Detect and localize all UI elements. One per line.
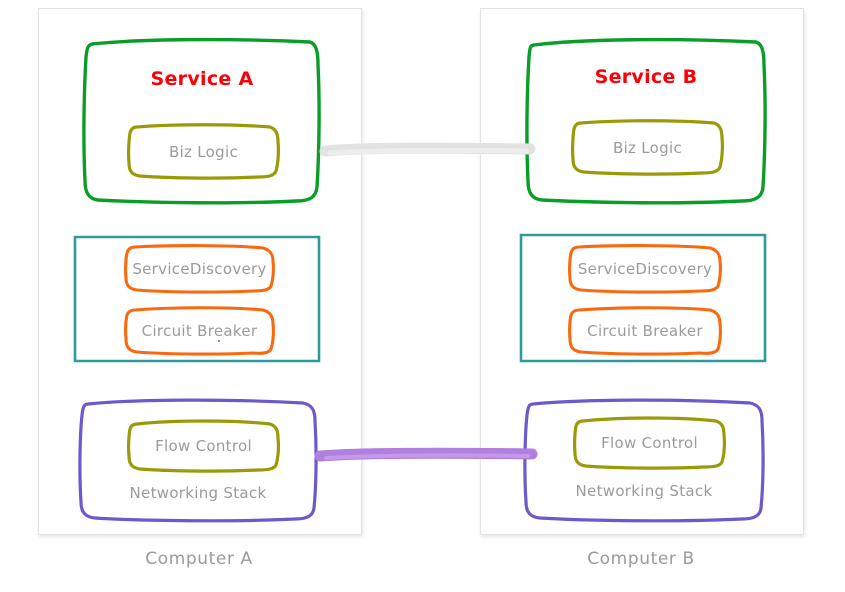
computer-caption-b: Computer B (587, 549, 695, 569)
biz-logic-box-a: Biz Logic (124, 122, 283, 180)
biz-logic-label-b: Biz Logic (612, 139, 682, 157)
service-link-connector (319, 136, 536, 164)
service-discovery-box-b: ServiceDiscovery (565, 243, 725, 294)
networking-stack-label-a: Networking Stack (129, 484, 267, 502)
service-discovery-label-b: ServiceDiscovery (577, 260, 713, 278)
biz-logic-label-a: Biz Logic (168, 143, 238, 161)
computer-caption-a: Computer A (145, 549, 253, 569)
biz-logic-box-b: Biz Logic (568, 118, 727, 176)
service-title-b: Service B (594, 66, 698, 88)
circuit-breaker-box-b: Circuit Breaker (565, 305, 725, 356)
service-box-a: Service A (78, 35, 326, 207)
service-title-a: Service A (150, 68, 254, 90)
circuit-breaker-label-b: Circuit Breaker (587, 322, 703, 340)
service-discovery-box-a: ServiceDiscovery (121, 243, 278, 294)
flow-control-box-b: Flow Control (570, 415, 729, 470)
networking-stack-label-b: Networking Stack (575, 482, 713, 500)
stray-dot-artifact (218, 340, 220, 342)
service-discovery-label-a: ServiceDiscovery (132, 260, 267, 278)
flow-control-label-a: Flow Control (155, 437, 252, 455)
networking-link-connector (314, 440, 538, 470)
flow-control-label-b: Flow Control (601, 434, 698, 452)
circuit-breaker-label-a: Circuit Breaker (141, 322, 258, 340)
circuit-breaker-box-a: Circuit Breaker (121, 305, 278, 356)
flow-control-box-a: Flow Control (124, 418, 283, 473)
